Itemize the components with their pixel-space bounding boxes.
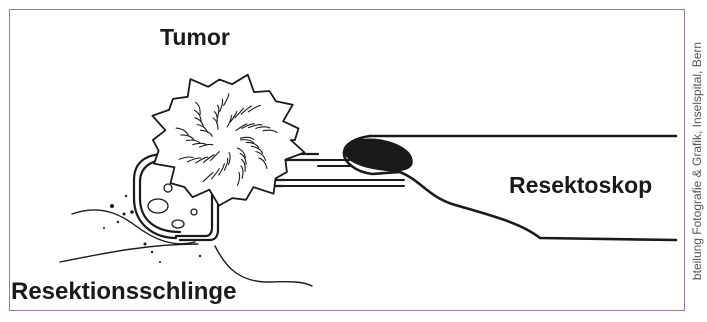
debris-particles — [103, 195, 201, 263]
resectoscope-label: Resektoskop — [509, 172, 652, 199]
resectoscope-tip — [344, 139, 412, 170]
tissue-contour — [60, 210, 312, 286]
resection-loop-label: Resektionsschlinge — [11, 278, 236, 306]
photo-credit: bteilung Fotografie & Grafik, Inselspita… — [690, 42, 704, 280]
tumor-label: Tumor — [160, 24, 230, 51]
